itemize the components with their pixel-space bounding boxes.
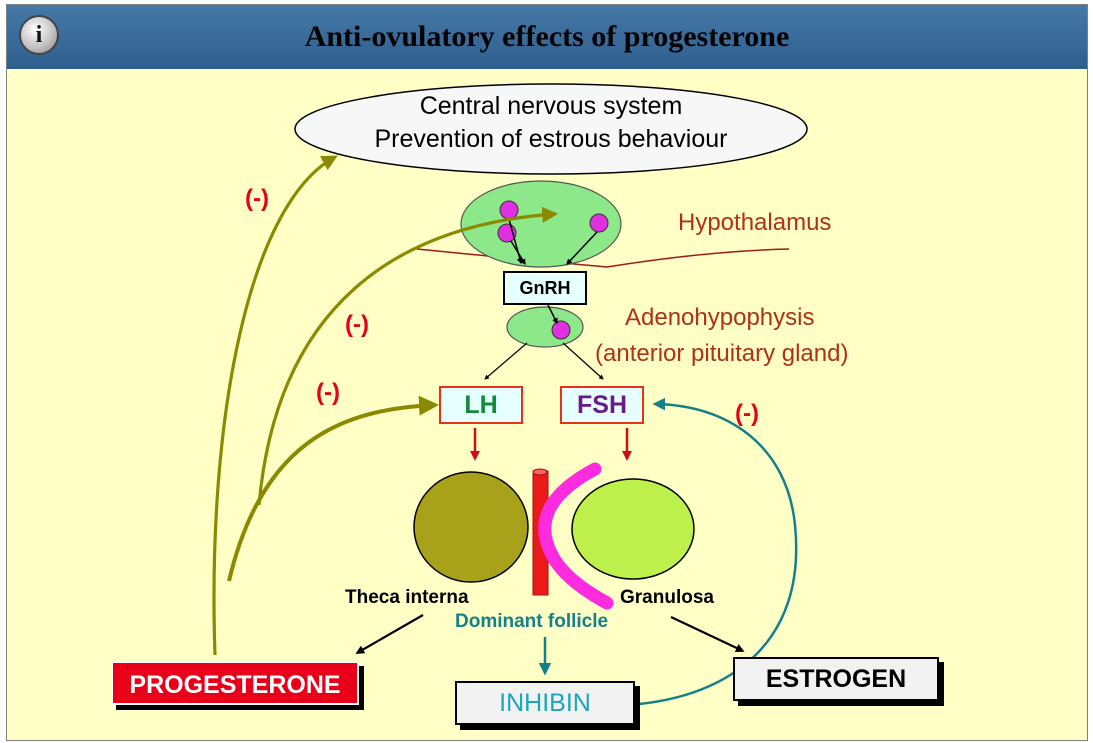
granulosa-to-estrogen-arrow xyxy=(670,616,745,652)
window-title: Anti-ovulatory effects of progesterone xyxy=(304,20,790,53)
title-bar: Anti-ovulatory effects of progesterone i xyxy=(7,5,1087,69)
neuron-axon-1 xyxy=(508,218,523,265)
gnrh-box: GnRH xyxy=(503,271,587,305)
dominant-follicle-label: Dominant follicle xyxy=(455,611,608,632)
fsh-box: FSH xyxy=(560,386,644,424)
granulosa-label: Granulosa xyxy=(620,587,714,608)
estrogen-box: ESTROGEN xyxy=(733,657,939,701)
neuron-axon-2 xyxy=(510,240,526,266)
progesterone-to-cns-arrow xyxy=(212,155,338,656)
diagram-window: Anti-ovulatory effects of progesterone i… xyxy=(6,4,1088,741)
inhibition-sign-cns: (-) xyxy=(245,185,269,212)
theca-interna-label: Theca interna xyxy=(345,587,469,608)
granulosa-cell xyxy=(571,478,695,580)
progesterone-box: PROGESTERONE xyxy=(111,661,359,705)
pituitary-to-fsh-arrow xyxy=(562,342,604,380)
adenohypophysis-label-line2: (anterior pituitary gland) xyxy=(595,340,848,367)
cns-label-line2: Prevention of estrous behaviour xyxy=(375,125,728,153)
pituitary-to-lh-arrow xyxy=(484,342,528,380)
adenohypophysis-label-line1: Adenohypophysis xyxy=(625,304,814,331)
blood-vessel-top xyxy=(532,468,548,476)
info-icon-letter: i xyxy=(35,22,43,48)
inhibin-box: INHIBIN xyxy=(455,681,635,725)
cns-ellipse xyxy=(294,83,808,175)
inhibition-sign-fsh: (-) xyxy=(735,400,759,427)
progesterone-to-lh-arrow xyxy=(227,395,439,582)
inhibin-estrogen-to-fsh-arrow xyxy=(638,397,798,706)
neuron-axon-3 xyxy=(566,231,598,265)
inhibition-sign-hypothalamus: (-) xyxy=(345,311,369,338)
gnrh-to-pituitary-arrow xyxy=(546,302,558,325)
progesterone-diagram: Central nervous system Prevention of est… xyxy=(212,83,848,706)
neuron-1 xyxy=(499,200,519,220)
info-icon[interactable]: i xyxy=(19,15,59,55)
inhibition-sign-lh: (-) xyxy=(316,379,340,406)
theca-to-progesterone-arrow xyxy=(355,614,424,654)
neuron-3 xyxy=(589,213,609,233)
pituitary-cell xyxy=(551,320,571,340)
hypothalamus-label: Hypothalamus xyxy=(678,209,831,236)
theca-interna-cell xyxy=(413,471,529,583)
cns-label-line1: Central nervous system xyxy=(420,92,683,120)
follicle-membrane xyxy=(538,462,614,610)
progesterone-to-hypothalamus-arrow xyxy=(257,206,559,506)
adenohypophysis xyxy=(506,306,584,348)
lh-box: LH xyxy=(439,386,523,424)
hypothalamus xyxy=(460,180,622,268)
